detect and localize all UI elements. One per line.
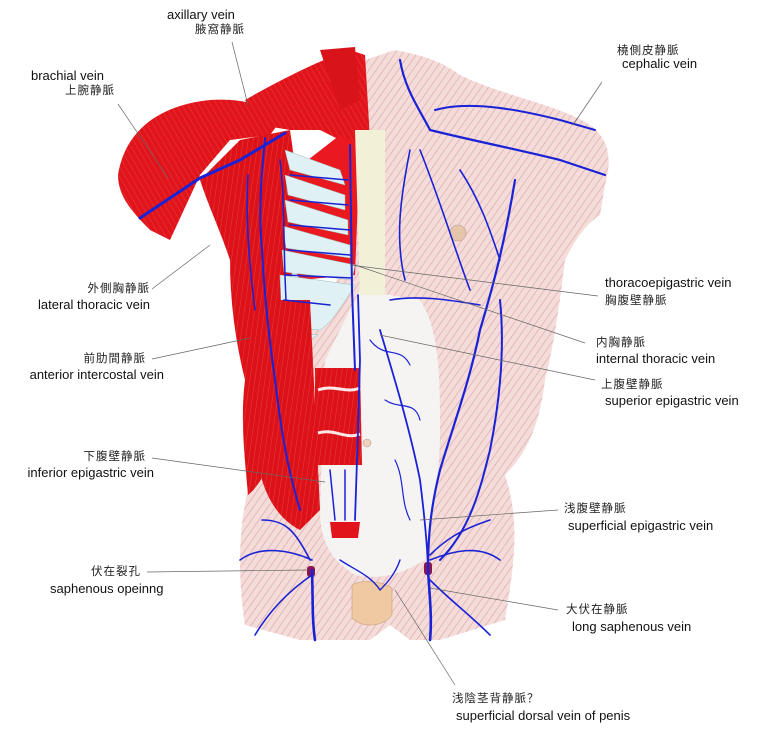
vein-lateral-thoracic (259, 137, 301, 511)
vein-anterior-intercostal (283, 174, 353, 306)
vein-cephalic-branch (434, 104, 596, 131)
label-en: lateral thoracic vein (38, 297, 150, 313)
vein-abdomen-right (439, 299, 503, 561)
vein-abdomen-small (369, 339, 421, 521)
leader-anterior-intercostal (151, 337, 251, 360)
label-zh: 上腕静脈 (65, 82, 115, 97)
leader-long-saphenous (429, 587, 559, 611)
label-en: axillary vein (167, 7, 235, 22)
vein-chest-branches (389, 149, 501, 306)
label-superior-epigastric-vein: 上腹壁静脈 superior epigastric vein (601, 377, 739, 409)
leader-internal-thoracic (354, 264, 586, 344)
rectus-abdominis (315, 368, 362, 465)
vein-lateral-thoracic-branch (246, 159, 287, 311)
label-zh: 浅腹壁静脈 (564, 501, 627, 515)
label-anterior-intercostal-vein: 前肋間静脈 anterior intercostal vein (14, 351, 164, 383)
leader-axillary (231, 41, 249, 106)
label-en: inferior epigastric vein (27, 465, 154, 481)
vein-thigh-left (429, 519, 501, 636)
label-long-saphenous-vein: 大伏在静脈 long saphenous vein (566, 602, 692, 635)
label-en: long saphenous vein (572, 619, 692, 635)
label-brachial-vein: brachial vein 上腕静脈 (31, 68, 115, 97)
vein-dorsal-penis (339, 559, 401, 591)
vein-long-saphenous-right (310, 568, 317, 642)
label-en: anterior intercostal vein (29, 367, 164, 383)
label-en: brachial vein (31, 68, 104, 83)
leader-thoracoepigastric (349, 264, 599, 297)
label-en: cephalic vein (622, 56, 698, 72)
sternum (355, 130, 385, 295)
label-superficial-dorsal-vein-of-penis: 浅陰茎背静脈？ superficial dorsal vein of penis (452, 691, 631, 724)
leader-saphenous-opening (146, 569, 309, 573)
label-superficial-epigastric-vein: 浅腹壁静脈 superficial epigastric vein (564, 501, 714, 534)
abdominal-fascia (320, 290, 440, 577)
label-zh: 橈側皮静脈 (617, 43, 680, 57)
leader-cephalic (572, 81, 603, 126)
external-oblique (260, 300, 320, 530)
label-en: saphenous opeinng (50, 581, 164, 597)
leader-superficial-epigastric (419, 509, 559, 521)
vein-internal-thoracic (349, 144, 356, 371)
leader-inferior-epigastric (151, 457, 326, 483)
vein-superior-epigastric (354, 294, 361, 521)
genitalia (351, 581, 393, 626)
label-saphenous-opening: 伏在裂孔 saphenous opeinng (50, 564, 164, 597)
label-thoracoepigastric-vein: thoracoepigastric vein 胸腹壁静脈 (605, 275, 732, 307)
leader-dorsal-penis (394, 589, 456, 686)
label-cephalic-vein: 橈側皮静脈 cephalic vein (617, 43, 698, 72)
label-en: superior epigastric vein (605, 393, 739, 409)
label-en: superficial epigastric vein (568, 518, 714, 534)
label-zh: 大伏在静脈 (566, 602, 629, 616)
vein-brachial-axillary (138, 131, 287, 220)
label-zh: 胸腹壁静脈 (605, 292, 668, 307)
leader-brachial (117, 103, 169, 179)
vein-thigh-right (239, 519, 313, 636)
vein-inferior-epigastric (329, 469, 346, 521)
leader-lines (117, 41, 603, 686)
label-zh: 腋窩静脈 (195, 21, 245, 36)
label-zh: 前肋間静脈 (83, 351, 146, 365)
leader-superior-epigastric (379, 334, 596, 381)
leader-lateral-thoracic (151, 244, 211, 290)
label-en: thoracoepigastric vein (605, 275, 732, 290)
vein-long-saphenous-left (426, 568, 433, 642)
vein-thoracoepigastric (426, 178, 517, 572)
label-lateral-thoracic-vein: 外側胸静脈 lateral thoracic vein (22, 281, 150, 313)
label-zh: 上腹壁静脈 (601, 377, 664, 391)
label-axillary-vein: axillary vein 腋窩静脈 (167, 7, 245, 36)
rectus-tendinous-line (317, 386, 361, 392)
label-zh: 浅陰茎背静脈？ (452, 691, 540, 705)
label-zh: 下腹壁静脈 (83, 449, 146, 463)
vein-cephalic-trunk (398, 58, 607, 177)
label-en: internal thoracic vein (596, 351, 716, 367)
label-en: superficial dorsal vein of penis (456, 708, 631, 724)
veins (138, 58, 607, 642)
vein-superficial-epigastric (379, 329, 429, 566)
rectus-lower (330, 522, 360, 538)
label-zh: 外側胸静脈 (87, 281, 150, 295)
label-internal-thoracic-vein: 内胸静脈 internal thoracic vein (596, 335, 716, 367)
trapezius-muscle (320, 47, 360, 110)
rectus-tendinous-line (317, 430, 361, 438)
label-zh: 伏在裂孔 (91, 564, 141, 578)
label-inferior-epigastric-vein: 下腹壁静脈 inferior epigastric vein (14, 449, 154, 481)
label-zh: 内胸静脈 (596, 335, 646, 349)
umbilicus (362, 438, 372, 448)
